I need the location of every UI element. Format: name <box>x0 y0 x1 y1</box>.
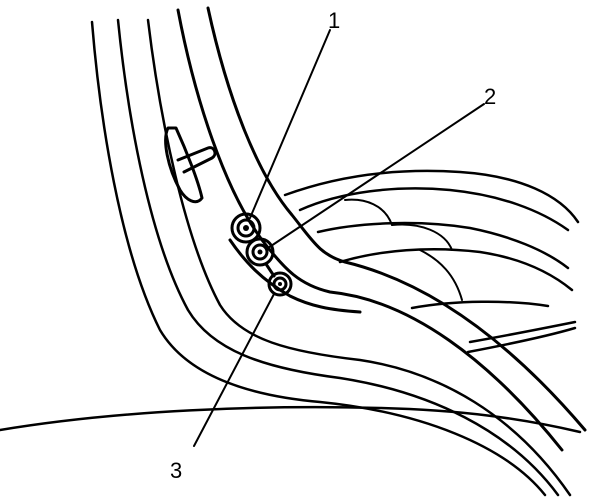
seat-seam-3 <box>419 249 463 301</box>
callout-label-2: 2 <box>484 84 496 109</box>
trim-line-outer <box>176 8 564 452</box>
seat-upper-edge <box>283 169 580 224</box>
trim-bracket <box>228 238 362 314</box>
callout-label-1: 1 <box>328 8 340 33</box>
belt-latch-tongue <box>176 146 217 174</box>
seat-seam-1 <box>344 198 393 226</box>
bolt-2 <box>245 237 275 267</box>
trim-line-inner <box>206 6 587 432</box>
bolt-3 <box>267 271 293 297</box>
seat-cushion-top <box>298 187 570 232</box>
side-panel-line-2 <box>116 18 560 497</box>
seat-bottom-edge-2 <box>468 320 577 344</box>
seat-cushion-lower <box>338 248 574 292</box>
floor-edge <box>0 405 582 434</box>
leader-line-2 <box>267 103 485 249</box>
side-panel-line-1 <box>90 20 547 497</box>
callout-label-3: 3 <box>170 458 182 483</box>
side-panel-line-3 <box>146 18 572 497</box>
leader-line-1 <box>249 29 331 219</box>
bolt-1 <box>230 212 262 244</box>
seat-seam-2 <box>391 223 453 251</box>
leader-line-3 <box>193 293 275 447</box>
seat-bottom-edge <box>410 300 550 310</box>
seat-cushion-mid <box>316 221 570 270</box>
seat-bottom-edge-3 <box>466 326 577 354</box>
